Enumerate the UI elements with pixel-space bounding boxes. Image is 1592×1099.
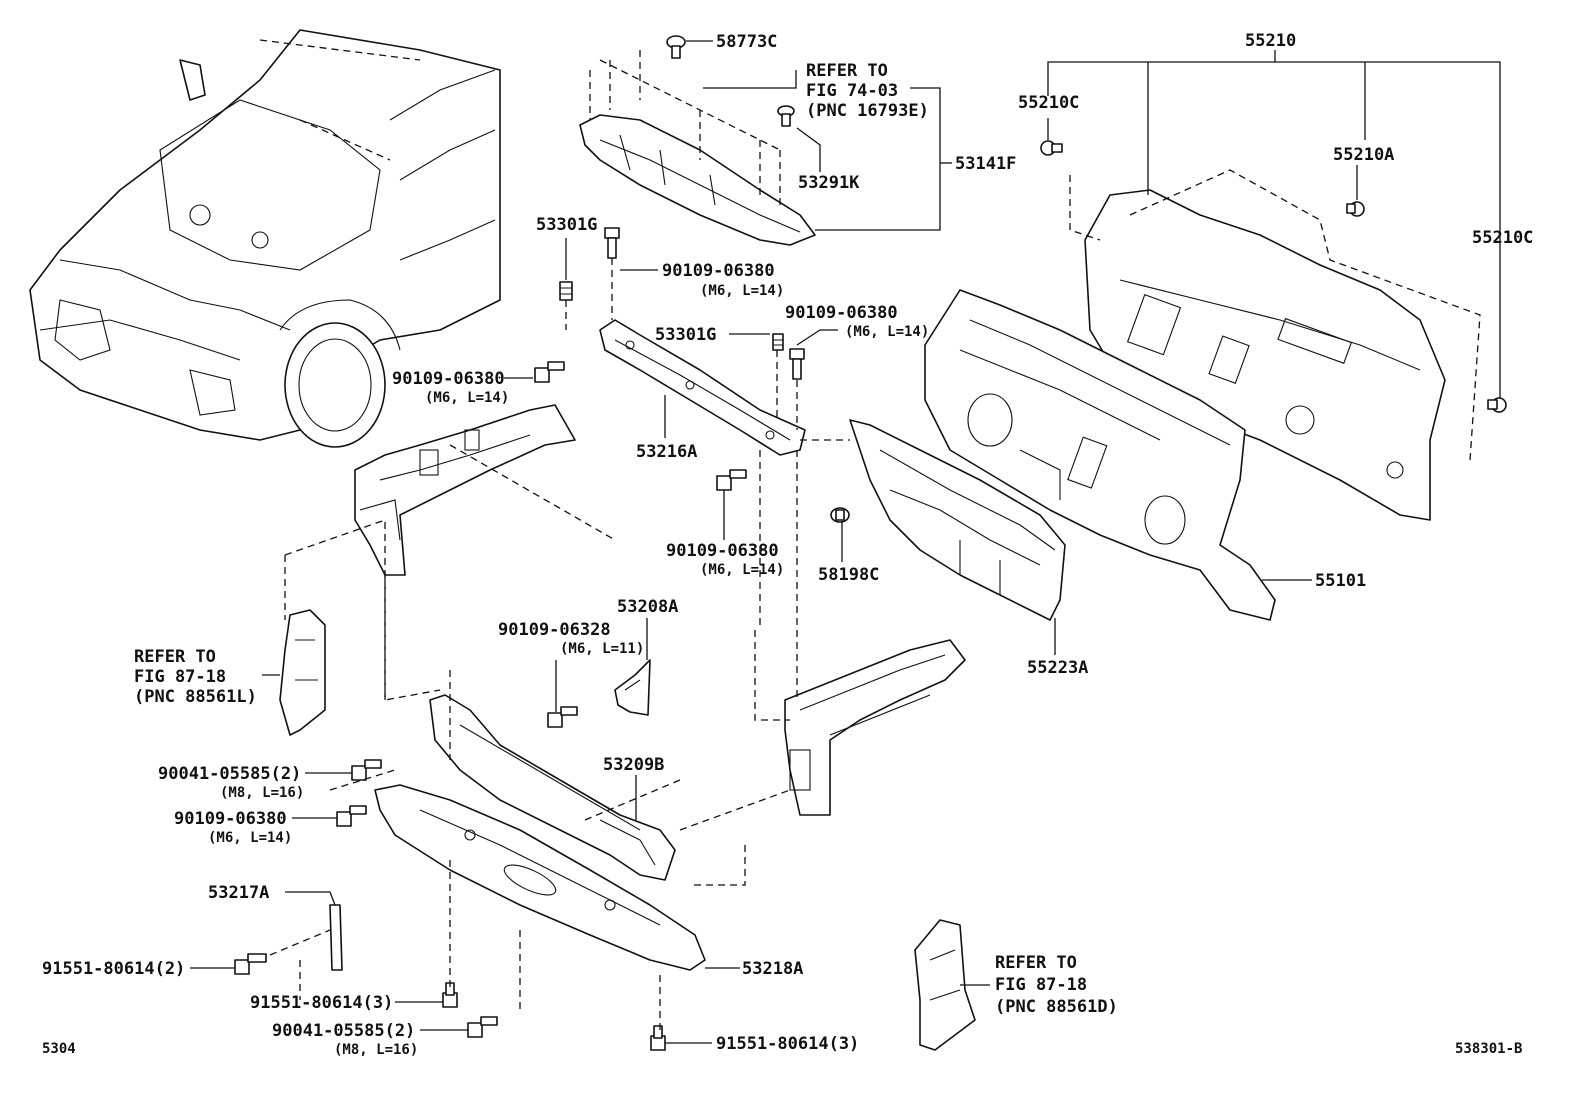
refer-87D-line2: FIG 87-18: [995, 975, 1087, 995]
label-90109-right-spec: (M6, L=14): [845, 324, 929, 340]
label-90041-upper: 90041-05585(2): [158, 764, 301, 784]
bolt-90109-06328-icon: [547, 706, 578, 728]
refer-87D-line3: (PNC 88561D): [995, 997, 1118, 1017]
clip-55210C-right-icon: [1487, 397, 1507, 413]
part-55223A-insulator: [849, 419, 1066, 621]
bolt-90041-lower-icon: [467, 1016, 498, 1038]
clip-55210A-icon: [1346, 201, 1365, 217]
label-55101: 55101: [1315, 571, 1366, 591]
bolt-91551-left-icon: [234, 953, 267, 975]
label-53208A: 53208A: [617, 597, 678, 617]
assembly-dashed-lines: [269, 258, 850, 1030]
label-53291K: 53291K: [798, 173, 860, 193]
leader-lines: [190, 40, 1501, 1044]
refer-87L-line1: REFER TO: [134, 647, 216, 667]
label-53301G-right: 53301G: [655, 325, 716, 345]
label-55210: 55210: [1245, 31, 1296, 51]
clip-55210C-top-icon: [1040, 140, 1063, 156]
label-55210C-top: 55210C: [1018, 93, 1079, 113]
label-90109-left-spec: (M6, L=14): [425, 390, 509, 406]
left-apron-illustration: [354, 404, 576, 576]
label-58198C: 58198C: [818, 565, 879, 585]
label-90109-mid-spec: (M6, L=14): [700, 562, 784, 578]
label-91551-left: 91551-80614(2): [42, 959, 185, 979]
clip-58773C-icon: [666, 35, 686, 59]
label-53218A: 53218A: [742, 959, 803, 979]
refer-74-line2: FIG 74-03: [806, 81, 898, 101]
part-53141F-cover: [579, 50, 816, 246]
label-53216A: 53216A: [636, 442, 697, 462]
refer-87L-line2: FIG 87-18: [134, 667, 226, 687]
bolt-91551-bottom-icon: [650, 1025, 666, 1051]
label-90109-lower: 90109-06380: [174, 809, 287, 829]
label-53141F: 53141F: [955, 154, 1016, 174]
label-91551-mid: 91551-80614(3): [250, 993, 393, 1013]
refer-74-line1: REFER TO: [806, 61, 888, 81]
right-apron-illustration: [784, 639, 966, 816]
part-53216A-support: [599, 319, 806, 456]
part-53208A-bracket: [614, 659, 651, 716]
fasteners: [234, 35, 1507, 1051]
part-labels: 58773C REFER TO FIG 74-03 (PNC 16793E) 5…: [42, 31, 1533, 1058]
part-53209B-crossmember: [429, 694, 676, 881]
clip-53291K-icon: [777, 105, 795, 127]
side-seal-left-illustration: [279, 609, 326, 736]
bolt-90109-left-icon: [534, 361, 565, 383]
label-55210C-right: 55210C: [1472, 228, 1533, 248]
label-90109-06328-spec: (M6, L=11): [560, 641, 644, 657]
refer-87D-line1: REFER TO: [995, 953, 1077, 973]
part-53218A-lower-plate: [374, 784, 706, 971]
nut-53301G-right-icon: [772, 333, 784, 351]
bolt-90109-right-icon: [789, 348, 805, 380]
label-90041-upper-spec: (M8, L=16): [220, 785, 304, 801]
label-90109-left: 90109-06380: [392, 369, 505, 389]
bolt-90109-top-icon: [604, 227, 620, 259]
label-53301G-left: 53301G: [536, 215, 597, 235]
label-55210A: 55210A: [1333, 145, 1394, 165]
bolt-90109-mid-icon: [716, 469, 747, 491]
corner-code-left: 5304: [42, 1041, 76, 1057]
label-90041-lower: 90041-05585(2): [272, 1021, 415, 1041]
bolt-90109-lower-icon: [336, 805, 367, 827]
refer-87L-line3: (PNC 88561L): [134, 687, 257, 707]
label-55223A: 55223A: [1027, 658, 1088, 678]
label-90109-mid: 90109-06380: [666, 541, 779, 561]
clip-58198C-icon: [830, 507, 850, 523]
label-58773C: 58773C: [716, 32, 777, 52]
corner-code-right: 538301-B: [1455, 1041, 1522, 1057]
nut-53301G-left-icon: [559, 281, 573, 301]
vehicle-body-illustration: [29, 29, 501, 448]
part-55101-dash-panel: [924, 289, 1276, 621]
label-90109-06328: 90109-06328: [498, 620, 611, 640]
refer-74-line3: (PNC 16793E): [806, 101, 929, 121]
bolt-90041-upper-icon: [351, 759, 382, 781]
label-53217A: 53217A: [208, 883, 269, 903]
label-90109-lower-spec: (M6, L=14): [208, 830, 292, 846]
label-90109-top: 90109-06380: [662, 261, 775, 281]
label-53209B: 53209B: [603, 755, 664, 775]
label-90109-top-spec: (M6, L=14): [700, 283, 784, 299]
part-53217A-bracket: [329, 904, 343, 971]
label-91551-bottom: 91551-80614(3): [716, 1034, 859, 1054]
label-90109-right: 90109-06380: [785, 303, 898, 323]
label-90041-lower-spec: (M8, L=16): [334, 1042, 418, 1058]
side-seal-right-illustration: [914, 919, 976, 1051]
